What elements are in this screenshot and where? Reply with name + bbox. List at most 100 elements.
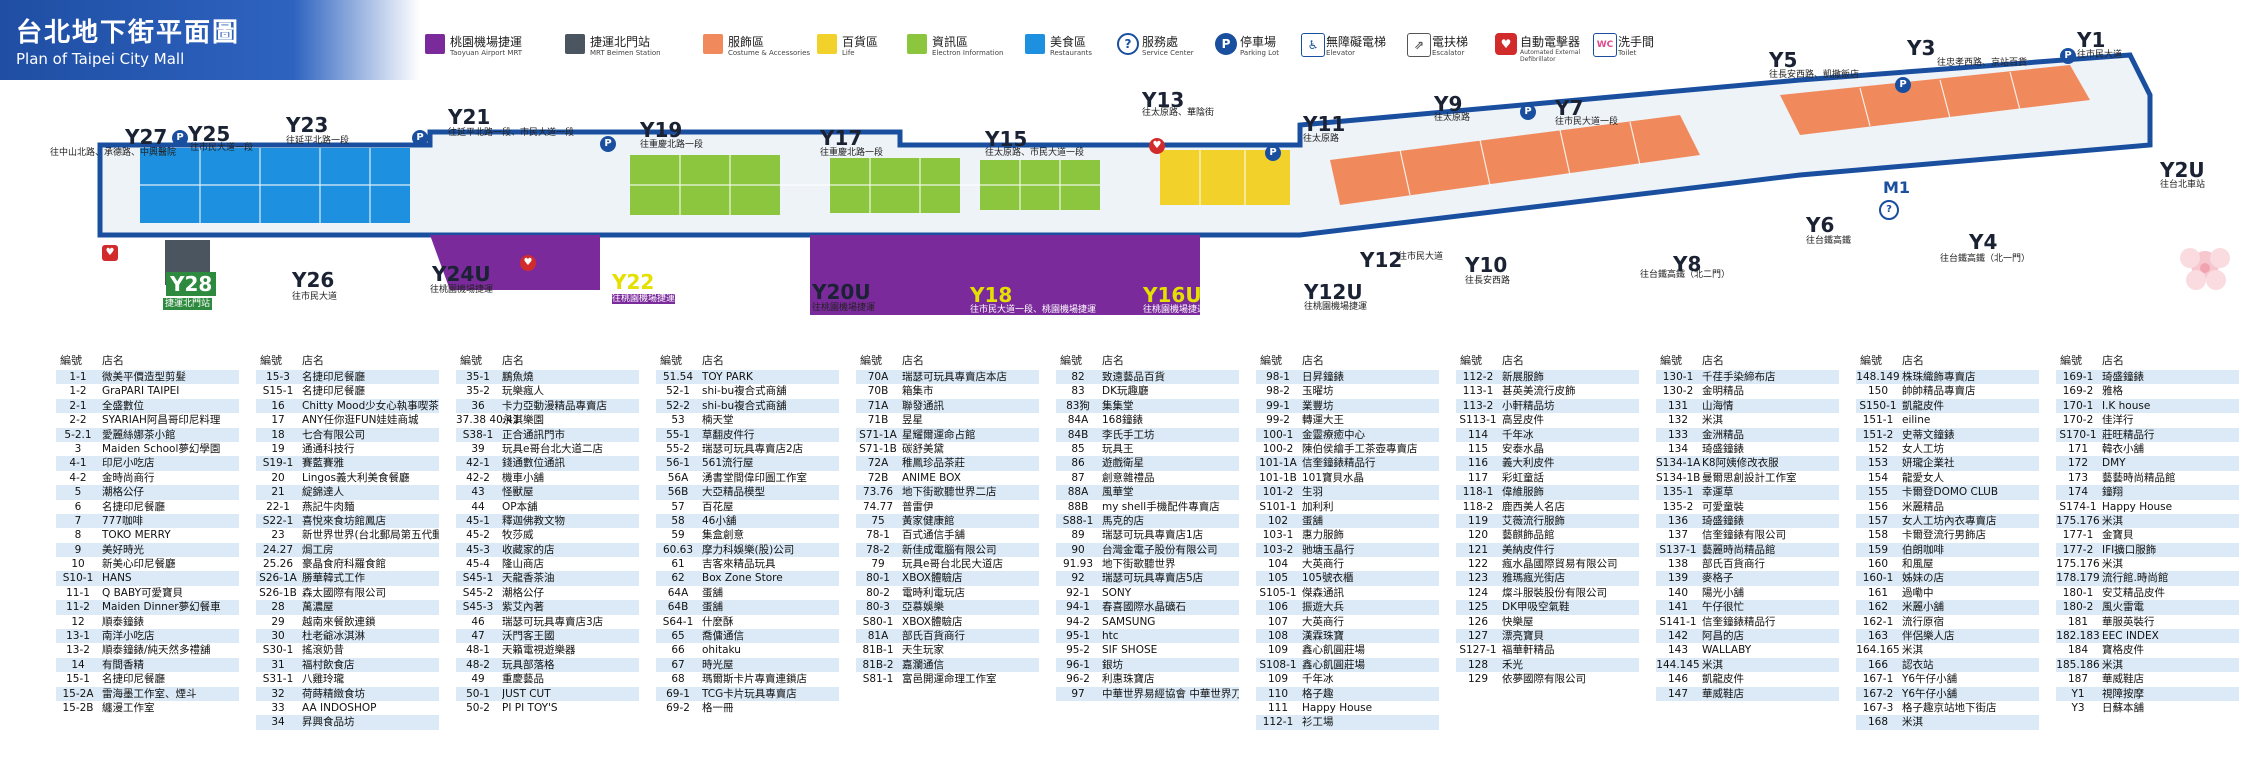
store-name: 福村飲食店 (302, 658, 355, 671)
exit-y5-label: 往長安西路、凱撒飯店 (1769, 70, 1860, 80)
store-name: 南洋小吃店 (102, 630, 155, 643)
store-code: 94-2 (1066, 615, 1090, 628)
header-code: 編號 (460, 354, 482, 367)
store-code: 98-2 (1266, 385, 1290, 398)
map-title-zh: 台北地下街平面圖 (16, 18, 241, 48)
store-code: 78-2 (866, 543, 890, 556)
store-name: 草翻皮件行 (702, 428, 755, 441)
store-code: 56-1 (666, 457, 690, 470)
store-code: 137 (1667, 529, 1689, 542)
parking-icon: P (1215, 33, 1237, 55)
header-code: 編號 (1060, 354, 1082, 367)
store-name: 通通科技行 (302, 442, 355, 455)
exit-y20u: Y20U (812, 280, 871, 304)
store-name: 蛋舖 (1302, 514, 1323, 527)
store-code: S10-1 (62, 572, 94, 585)
header-code: 編號 (860, 354, 882, 367)
store-name: 名捷印尼餐廳 (102, 673, 165, 686)
legend-label-en: Restaurants (1050, 49, 1092, 57)
store-code: S15-1 (262, 385, 294, 398)
store-code: 120 (1467, 529, 1489, 542)
store-code: S30-1 (262, 644, 294, 657)
store-code: 89 (1071, 529, 1085, 542)
store-code: S134-1B (1656, 471, 1701, 484)
exit-y8: Y8 (1673, 252, 1702, 276)
store-code: 49 (471, 673, 485, 686)
exit-y23-label: 往延平北路一段 (286, 136, 350, 146)
store-code: 172 (2067, 457, 2089, 470)
store-code: 103-1 (1262, 529, 1294, 542)
store-code: S88-1 (1062, 514, 1094, 527)
store-name: 銀坊 (1102, 658, 1123, 671)
store-name: JUST CUT (502, 687, 551, 700)
store-code: 159 (1867, 543, 1889, 556)
store-name: 大英商行 (1302, 558, 1344, 571)
store-name: 101寶貝水晶 (1302, 471, 1365, 484)
store-name: 天龍香茶油 (502, 572, 555, 585)
store-code: 4-2 (69, 471, 87, 484)
exit-y7: Y7 (1555, 96, 1584, 120)
store-code: 175.176 (2056, 558, 2100, 571)
store-name: 認衣站 (1902, 658, 1934, 671)
store-code: 48-1 (466, 644, 490, 657)
exit-y15: Y15 (985, 127, 1028, 151)
store-name: 信奎鐘錶有限公司 (1702, 529, 1786, 542)
store-code: 96-2 (1066, 673, 1090, 686)
store-name: 賽藍賽雅 (302, 457, 344, 470)
escalator-icon: ⇗ (1407, 33, 1431, 57)
legend-label-en: Elevator (1326, 49, 1356, 57)
store-code: 51.54 (662, 371, 694, 383)
store-code: S45-3 (462, 601, 494, 614)
store-code: 125 (1467, 601, 1489, 614)
store-code: 157 (1867, 514, 1889, 527)
store-code: 129 (1467, 673, 1489, 686)
legend-label: 自動電擊器 (1520, 35, 1581, 49)
header-name: 店名 (1902, 354, 1924, 367)
exit-y5: Y5 (1769, 48, 1798, 72)
store-name: 嘉瀾通信 (902, 658, 944, 671)
store-code: 11-2 (66, 601, 90, 614)
store-name: 琦盛鐘錶 (2102, 371, 2144, 383)
store-code: 72A (867, 457, 889, 470)
legend-label-en: Toilet (1618, 49, 1637, 57)
aed-icon: ♥ (520, 255, 536, 271)
store-code: 185.186 (2056, 658, 2100, 671)
exit-y10: Y10 (1465, 253, 1508, 277)
parking-icon: P (1265, 145, 1281, 161)
store-code: 95-2 (1066, 644, 1090, 657)
legend-label: 服務處 (1142, 35, 1179, 49)
store-code: 71A (867, 399, 889, 412)
store-code: 154 (1867, 471, 1889, 484)
zone-costume-1 (1330, 115, 1700, 205)
store-name: 雷海墨工作室、煙斗 (102, 687, 197, 700)
store-name: 瑞瑟可玩具專賣店1店 (1102, 529, 1204, 542)
store-code: 50-2 (466, 701, 490, 714)
directory-header: 編號店名 (1456, 352, 1639, 370)
